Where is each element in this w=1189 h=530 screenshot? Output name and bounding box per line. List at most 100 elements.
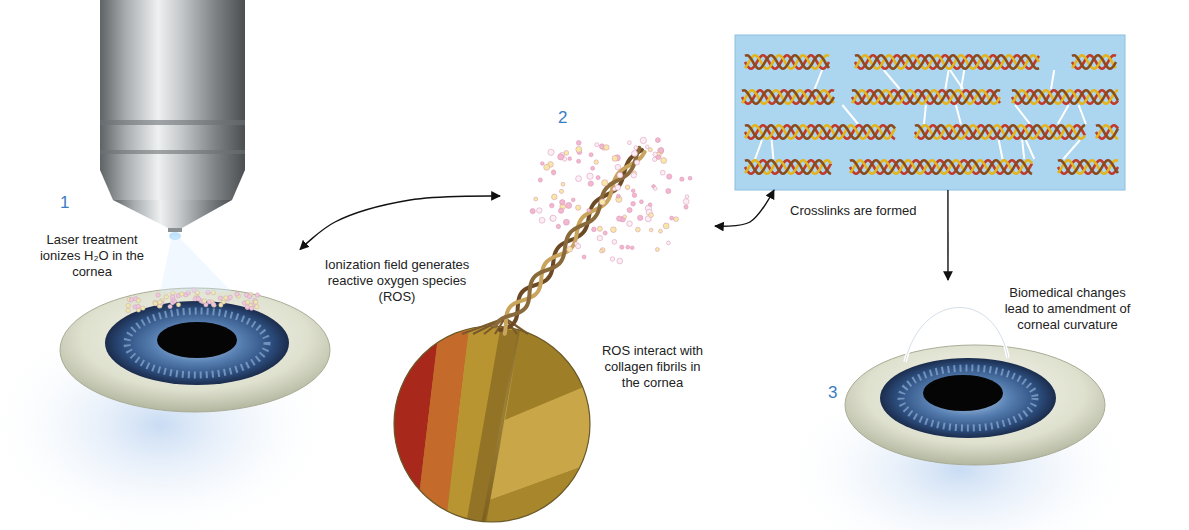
water-dot: [126, 308, 130, 312]
ros-particle: [576, 176, 582, 182]
crosslink: [772, 140, 774, 159]
water-dot: [158, 300, 162, 304]
water-dot: [196, 297, 200, 301]
ros-particle: [596, 176, 600, 180]
ros-particle: [684, 205, 688, 209]
collagen-helix: [852, 90, 1000, 103]
ros-particle: [648, 148, 652, 152]
ros-particle: [634, 160, 639, 165]
ros-particle: [538, 178, 542, 182]
ros-particle: [632, 193, 636, 197]
disc-outline: [394, 326, 590, 522]
ros-particle: [648, 203, 652, 207]
water-dot: [141, 306, 145, 310]
ros-particle: [591, 166, 595, 170]
stage-region: 2ROS interact with collagen fibrils in t…: [500, 100, 715, 400]
collagen-layers: [380, 300, 600, 530]
callout-number: 1: [60, 193, 69, 213]
laser-beam: [160, 236, 232, 292]
stage-region: Crosslinks are formed: [735, 35, 1125, 190]
ros-particle: [599, 199, 605, 205]
water-dot: [129, 298, 133, 302]
collagen-helix: [745, 160, 831, 173]
collagen-helix: [850, 160, 1032, 174]
ros-particle: [582, 255, 586, 259]
ros-particle: [576, 244, 581, 249]
iris: [105, 301, 289, 385]
crosslink: [1026, 140, 1034, 159]
collagen-helix: [1096, 125, 1118, 139]
nozzle-cone: [100, 170, 245, 200]
ros-particle: [626, 245, 630, 249]
collagen-helix: [745, 55, 829, 68]
ros-particle: [595, 143, 599, 147]
ros-particle: [576, 205, 581, 210]
water-dot: [246, 300, 250, 304]
crosslink: [945, 70, 948, 89]
ros-particle: [659, 229, 663, 233]
water-dot: [168, 304, 172, 308]
water-dot: [255, 305, 259, 309]
ros-particle: [660, 170, 665, 175]
ros-particle: [566, 202, 572, 208]
ros-particle: [630, 246, 634, 250]
water-dot: [136, 298, 140, 302]
collagen-fibril: [462, 148, 645, 334]
ros-particle: [634, 146, 638, 150]
ros-particle: [530, 209, 535, 214]
ros-particle: [637, 215, 642, 220]
iris: [880, 358, 1056, 438]
crosslink: [950, 70, 963, 89]
ros-particle: [620, 245, 624, 249]
ros-particle: [588, 181, 593, 186]
collagen-helices: [742, 55, 1118, 174]
connector-arrow: [715, 190, 774, 226]
iris-pattern: [127, 311, 267, 375]
ros-particle: [544, 164, 550, 170]
water-dot: [126, 303, 130, 307]
collagen-helix: [1096, 125, 1118, 138]
ros-particle: [577, 159, 581, 163]
ros-particle: [653, 187, 657, 191]
ros-particle: [627, 141, 631, 145]
ros-particle: [550, 203, 555, 208]
laser-nozzle: [100, 0, 245, 170]
water-dot: [156, 293, 160, 297]
collagen-helix: [915, 125, 1085, 138]
fibril-strand: [500, 150, 642, 330]
ros-particle: [548, 149, 554, 155]
collagen-helix: [1058, 160, 1118, 173]
ros-particle: [558, 208, 563, 213]
crosslink: [884, 70, 900, 89]
water-dot: [255, 293, 259, 297]
ros-particle: [576, 141, 581, 146]
collagen-helix: [1072, 55, 1116, 68]
ros-particle: [612, 156, 618, 162]
ros-particle: [559, 189, 563, 193]
crosslink: [1051, 70, 1054, 89]
collagen-helix: [855, 55, 1039, 68]
crosslink: [842, 105, 858, 124]
crosslink: [815, 70, 823, 89]
ros-particle: [653, 152, 657, 156]
ros-particle: [674, 217, 679, 222]
ros-particle: [617, 194, 621, 198]
ros-particle: [597, 235, 602, 240]
ros-particle: [563, 219, 569, 225]
step-caption: Crosslinks are formed: [790, 203, 916, 219]
ros-particle: [567, 247, 573, 253]
ros-particles: [530, 137, 692, 264]
ros-particle: [537, 208, 542, 213]
ros-particle: [683, 199, 689, 205]
water-dot: [136, 304, 140, 308]
collagen-helix: [915, 125, 1085, 138]
fiber-band: [480, 460, 600, 530]
ros-particle: [635, 227, 640, 232]
ros-particle: [667, 241, 671, 245]
crosslink: [755, 140, 762, 159]
water-dot: [249, 306, 253, 310]
crosslink: [1022, 140, 1024, 159]
stage-region: 1Laser treatment ionizes H₂O in the corn…: [35, 185, 300, 400]
ros-particle: [539, 217, 545, 223]
collagen-helix: [1072, 55, 1116, 68]
